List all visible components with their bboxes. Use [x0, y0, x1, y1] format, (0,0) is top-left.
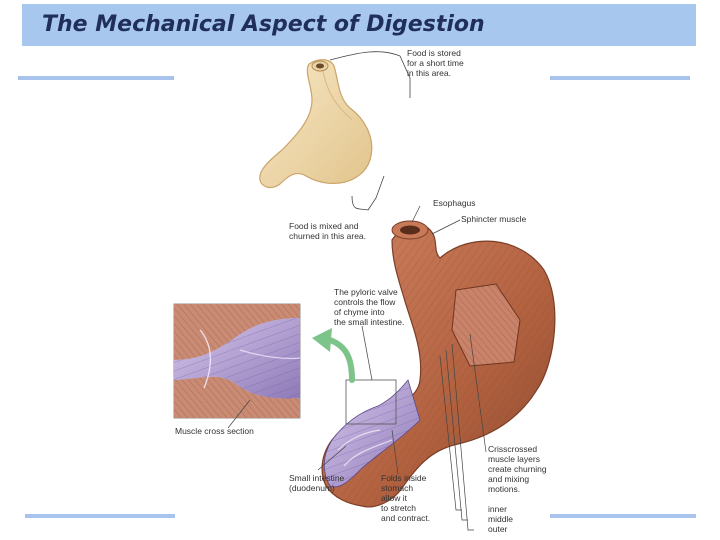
label-sphincter-muscle: Sphincter muscle	[461, 214, 527, 224]
rule-bottom-right	[550, 514, 696, 518]
label-inner: inner	[488, 504, 507, 514]
flow-arrow	[312, 328, 355, 383]
rule-bottom-left	[25, 514, 175, 518]
rule-top-right	[550, 76, 690, 80]
label-folds: Folds inside stomach allow it to stretch…	[381, 473, 431, 523]
muscle-cross-section-inset	[173, 303, 301, 419]
slide-title: The Mechanical Aspect of Digestion	[42, 12, 485, 37]
label-crisscrossed: Crisscrossed muscle layers create churni…	[488, 444, 547, 494]
label-muscle-cross-section: Muscle cross section	[175, 426, 254, 436]
label-esophagus: Esophagus	[433, 198, 476, 208]
label-pyloric-valve: The pyloric valve controls the flow of c…	[334, 287, 405, 327]
label-small-intestine: Small intestine (duodenum)	[289, 473, 345, 493]
label-food-stored: Food is stored for a short time in this …	[407, 48, 464, 78]
label-middle: middle	[488, 514, 514, 524]
rule-top-left	[18, 76, 174, 80]
label-outer: outer	[488, 524, 508, 534]
title-bar: The Mechanical Aspect of Digestion	[22, 4, 696, 46]
small-stomach	[259, 59, 373, 189]
label-food-mixed: Food is mixed and churned in this area.	[289, 221, 367, 241]
